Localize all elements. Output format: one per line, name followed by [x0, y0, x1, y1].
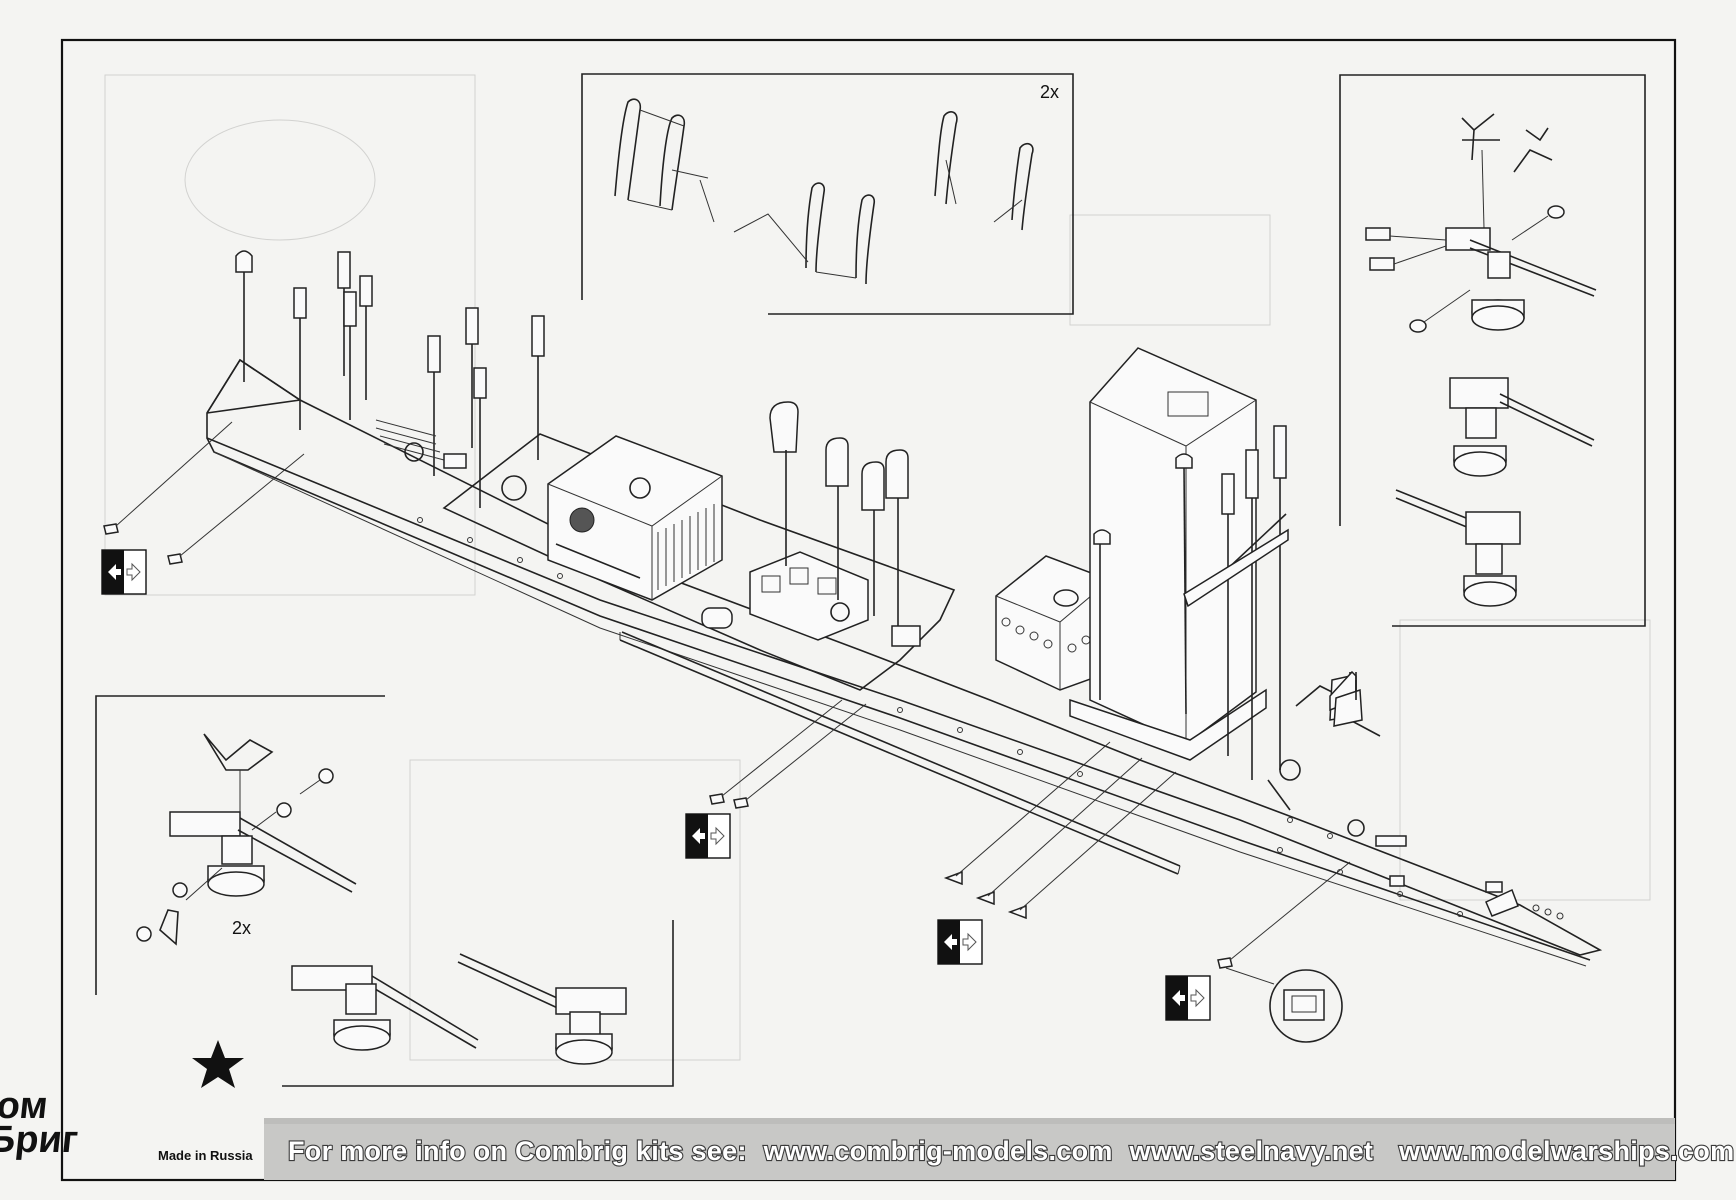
- logo-line1: Ком: [0, 1085, 50, 1127]
- direction-marker-1: [101, 549, 147, 595]
- hull-assembly: [103, 250, 1603, 1043]
- logo-star-icon: [192, 1040, 244, 1088]
- footer-info-text: For more info on Combrig kits see:: [288, 1136, 747, 1166]
- footer-band-fade: [264, 1118, 1675, 1124]
- inset-ladders: 2x: [581, 73, 1074, 315]
- inset-gun-right: [1339, 74, 1646, 627]
- footer-band: [264, 1118, 1675, 1180]
- logo-line2: Бриг: [0, 1119, 80, 1161]
- bow-vents: [235, 250, 545, 508]
- engine-house: [547, 401, 921, 647]
- logo-tagline: Made in Russia: [158, 1148, 253, 1163]
- wheelhouse: [1069, 347, 1407, 847]
- combrig-logo: Ком Бриг Made in Russia: [0, 1040, 253, 1163]
- reverse-show-through: [104, 74, 1651, 1061]
- direction-marker-4: [1165, 975, 1211, 1021]
- footer-url-steelnavy[interactable]: www.steelnavy.net: [1127, 1135, 1374, 1167]
- footer-url-modelwarships[interactable]: www.modelwarships.com: [1397, 1135, 1735, 1167]
- direction-marker-2: [685, 813, 731, 859]
- loose-parts: [103, 421, 1564, 1043]
- footer-url-combrig[interactable]: www.combrig-models.com: [761, 1135, 1113, 1167]
- deck-holes: [417, 517, 1463, 917]
- footer-info-line: For more info on Combrig kits see: www.c…: [288, 1136, 1736, 1166]
- inset-ladders-multiplier: 2x: [1040, 82, 1059, 102]
- inset-gun-left: 2x: [95, 695, 674, 1087]
- engine-house-grille: [657, 504, 715, 590]
- direction-marker-3: [937, 919, 983, 965]
- inset-gun-left-multiplier: 2x: [232, 918, 251, 938]
